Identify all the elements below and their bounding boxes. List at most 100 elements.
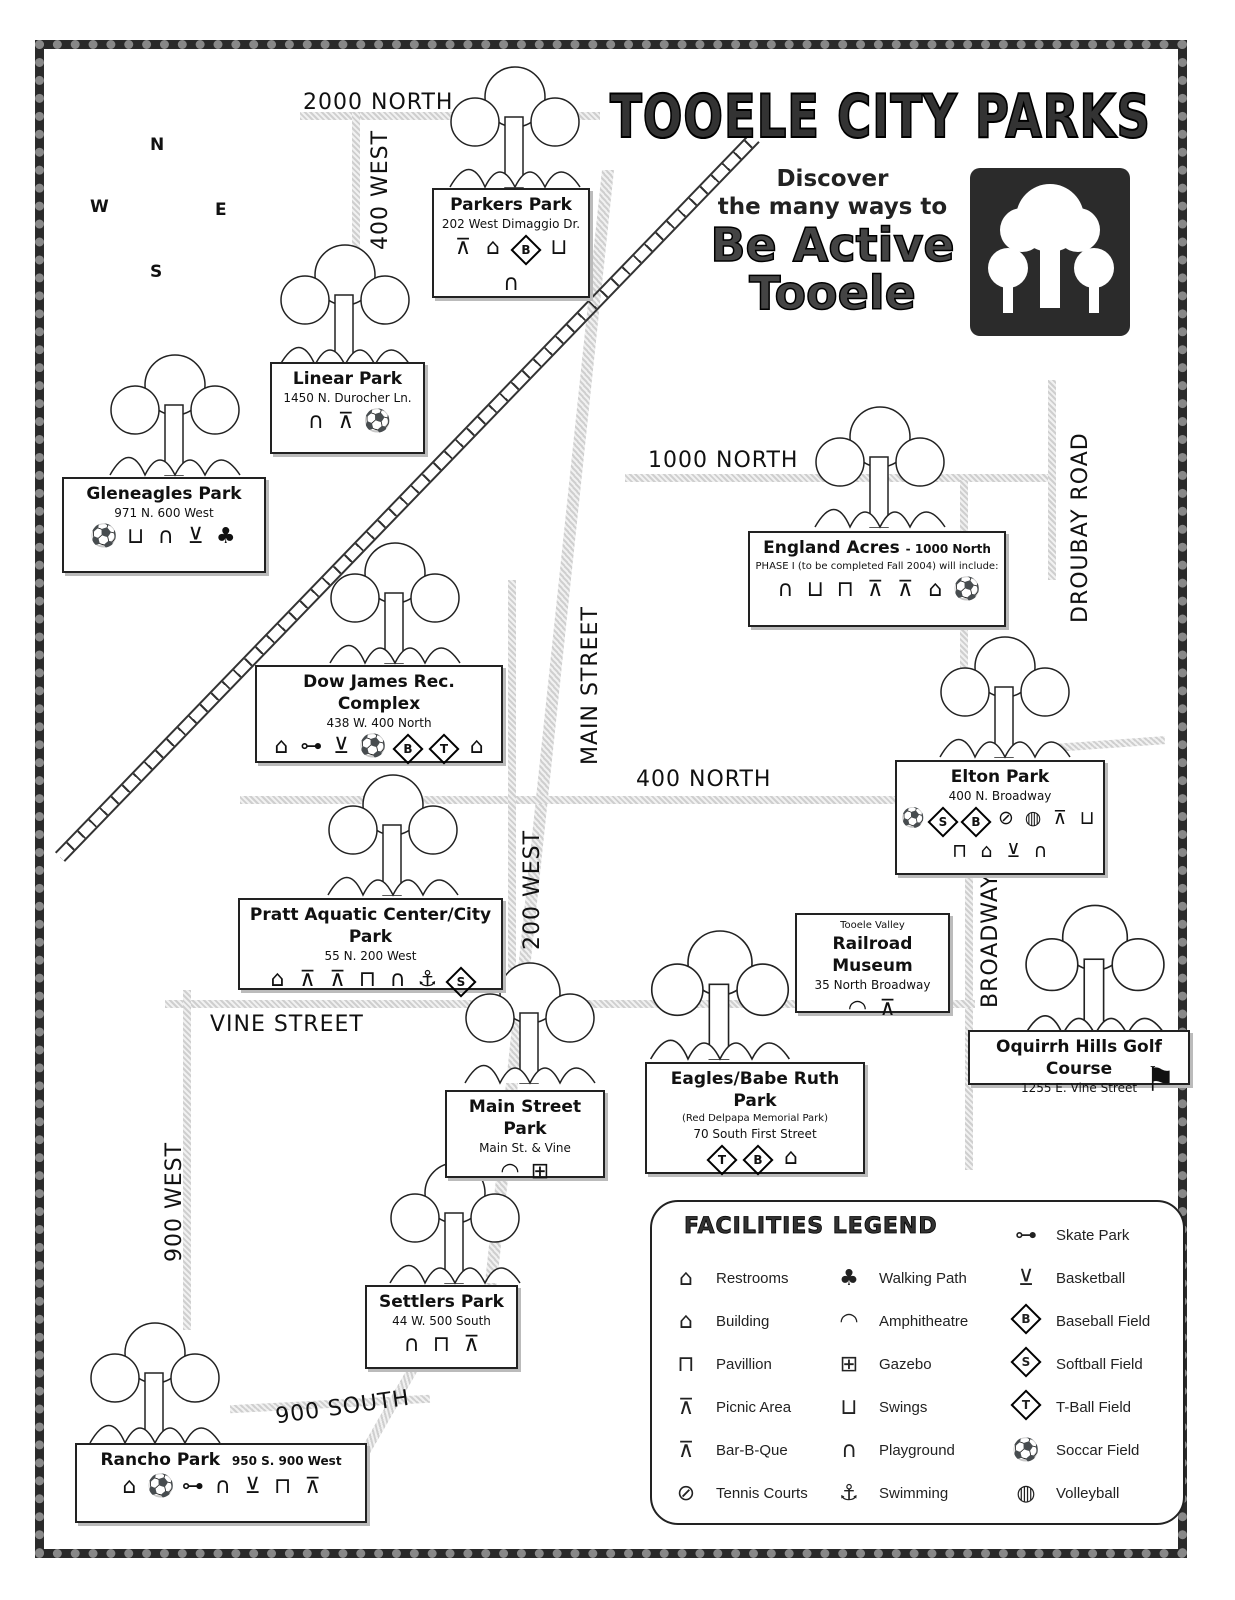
road-400-west-north xyxy=(352,112,360,282)
park-card-dow-james[interactable]: Dow James Rec. Complex 438 W. 400 North … xyxy=(255,665,503,765)
park-name: Elton Park xyxy=(950,767,1050,787)
park-icons: ⊼ ⌂ B ⊔ ∩ xyxy=(438,234,584,297)
park-icons: ⚽ ⊔ ∩ ⊻ ♣ xyxy=(68,524,260,550)
park-icons: ◠ ⊞ xyxy=(451,1159,599,1185)
playground-icon: ∩ xyxy=(307,409,324,434)
park-name: Settlers Park xyxy=(379,1292,504,1312)
baseball-field-icon: B xyxy=(510,234,542,266)
pavillion-icon: ⊓ xyxy=(677,1352,695,1377)
park-card-elton[interactable]: Elton Park 400 N. Broadway ⚽ S B ⊘ ◍ ⊼ ⊔… xyxy=(895,760,1105,875)
park-address: Main St. & Vine xyxy=(479,1141,571,1155)
skate-park-icon: ⊶ xyxy=(1015,1223,1037,1248)
soccer-field-icon: ⚽ xyxy=(90,524,118,549)
road-broadway xyxy=(965,870,973,1170)
compass-south: S xyxy=(150,262,163,282)
park-icons: ⌂ ⚽ ⊶ ∩ ⊻ ⊓ ⊼ xyxy=(81,1474,361,1500)
road-900-west xyxy=(183,990,191,1330)
compass-west: W xyxy=(90,197,109,217)
park-icons: ∩ ⊼ ⚽ xyxy=(276,409,419,435)
t-ball-field-icon: T xyxy=(1004,1388,1048,1426)
road-400-north xyxy=(240,796,900,804)
park-note: PHASE I (to be completed Fall 2004) will… xyxy=(755,561,999,572)
park-card-gleneagles[interactable]: Gleneagles Park 971 N. 600 West ⚽ ⊔ ∩ ⊻ … xyxy=(62,477,266,573)
compass-north: N xyxy=(150,135,165,155)
legend-item: ⌂Restrooms xyxy=(664,1257,808,1300)
playground-icon: ∩ xyxy=(389,967,406,992)
compass-east: E xyxy=(215,200,227,220)
restrooms-icon: ⌂ xyxy=(679,1266,693,1291)
swings-icon: ⊔ xyxy=(840,1395,858,1420)
basketball-icon: ⊻ xyxy=(1006,840,1021,862)
legend-item: ⚓Swimming xyxy=(827,1472,968,1515)
restrooms-icon: ⌂ xyxy=(469,734,484,759)
legend-item: ⊼Picnic Area xyxy=(664,1386,808,1429)
park-name: Dow James Rec. Complex xyxy=(303,672,455,714)
gazebo-icon: ⊞ xyxy=(530,1159,550,1184)
park-card-pratt-aquatic[interactable]: Pratt Aquatic Center/City Park 55 N. 200… xyxy=(238,898,503,998)
playground-icon: ∩ xyxy=(777,577,794,602)
walking-path-icon: ♣ xyxy=(839,1266,859,1291)
playground-icon: ∩ xyxy=(214,1474,231,1499)
park-card-eagles-babe-ruth[interactable]: Eagles/Babe Ruth Park (Red Delpapa Memor… xyxy=(645,1062,865,1176)
page-title: TOOELE CITY PARKS xyxy=(609,81,1151,153)
basketball-icon: ⊻ xyxy=(1017,1266,1035,1291)
park-card-railroad-museum[interactable]: Tooele Valley Railroad Museum 35 North B… xyxy=(795,913,950,1021)
legend-item: ⊓Pavillion xyxy=(664,1343,808,1386)
park-card-settlers[interactable]: Settlers Park 44 W. 500 South ∩ ⊓ ⊼ xyxy=(365,1285,518,1369)
tagline-line2: the many ways to xyxy=(717,194,948,220)
park-name: Pratt Aquatic Center/City Park xyxy=(249,905,492,947)
park-card-parkers[interactable]: Parkers Park 202 West Dimaggio Dr. ⊼ ⌂ B… xyxy=(432,188,590,298)
playground-icon: ∩ xyxy=(840,1438,858,1463)
tree-decoration-icon xyxy=(449,66,581,189)
tree-decoration-icon xyxy=(89,1322,221,1445)
park-card-linear[interactable]: Linear Park 1450 N. Durocher Ln. ∩ ⊼ ⚽ xyxy=(270,362,425,454)
legend-item: ◍Volleyball xyxy=(1004,1472,1150,1515)
road-label-400-west: 400 WEST xyxy=(368,129,393,250)
legend-item: ⊔Swings xyxy=(827,1386,968,1429)
legend-item: ⊼Bar-B-Que xyxy=(664,1429,808,1472)
road-label-main-street: MAIN STREET xyxy=(578,606,603,765)
skate-park-icon: ⊶ xyxy=(181,1474,204,1499)
park-card-oquirrh-hills-golf[interactable]: Oquirrh Hills Golf Course 1255 E. Vine S… xyxy=(968,1030,1190,1095)
tree-decoration-icon xyxy=(279,244,411,367)
road-label-200-west: 200 WEST xyxy=(520,829,545,950)
playground-icon: ∩ xyxy=(1033,840,1048,862)
tree-decoration-icon xyxy=(464,962,596,1085)
pavillion-icon: ⊓ xyxy=(432,1332,451,1357)
road-2000-north xyxy=(300,112,600,120)
park-card-england-acres[interactable]: England Acres - 1000 North PHASE I (to b… xyxy=(748,531,1006,627)
legend-item: ⌂Building xyxy=(664,1300,808,1343)
baseball-field-icon: B xyxy=(960,806,992,838)
soccer-field-icon: ⚽ xyxy=(1012,1438,1040,1463)
park-card-main-street[interactable]: Main Street Park Main St. & Vine ◠ ⊞ xyxy=(445,1090,605,1184)
tree-logo-icon xyxy=(970,168,1130,336)
legend-column-1: ⌂Restrooms ⌂Building ⊓Pavillion ⊼Picnic … xyxy=(664,1257,808,1515)
park-name: Railroad Museum xyxy=(832,934,913,976)
restrooms-icon: ⌂ xyxy=(122,1474,137,1499)
swimming-icon: ⚓ xyxy=(417,967,438,992)
park-name: Rancho Park 950 S. 900 West xyxy=(81,1449,361,1471)
building-icon: ⌂ xyxy=(274,734,289,759)
park-name: Parkers Park xyxy=(450,195,572,215)
swings-icon: ⊔ xyxy=(1079,807,1095,829)
basketball-icon: ⊻ xyxy=(244,1474,261,1499)
tree-decoration-icon xyxy=(329,542,461,665)
restrooms-icon: ⌂ xyxy=(270,967,285,992)
picnic-area-icon: ⊼ xyxy=(337,409,354,434)
park-address: 70 South First Street xyxy=(693,1127,817,1141)
park-card-rancho[interactable]: Rancho Park 950 S. 900 West ⌂ ⚽ ⊶ ∩ ⊻ ⊓ … xyxy=(75,1443,367,1523)
park-address: 971 N. 600 West xyxy=(114,506,214,520)
tree-decoration-icon xyxy=(389,1162,521,1285)
swings-icon: ⊔ xyxy=(127,524,145,549)
park-address: 44 W. 500 South xyxy=(392,1314,491,1328)
park-address: 1255 E. Vine Street xyxy=(1020,1081,1138,1095)
restrooms-icon: ⌂ xyxy=(486,235,500,260)
restrooms-icon: ⌂ xyxy=(980,840,993,862)
playground-icon: ∩ xyxy=(157,524,174,549)
building-icon: ⌂ xyxy=(679,1309,693,1334)
tagline-line3: Be Active xyxy=(710,218,956,272)
tagline: Discover the many ways to Be Active Tooe… xyxy=(700,165,965,318)
basketball-icon: ⊻ xyxy=(333,734,350,759)
